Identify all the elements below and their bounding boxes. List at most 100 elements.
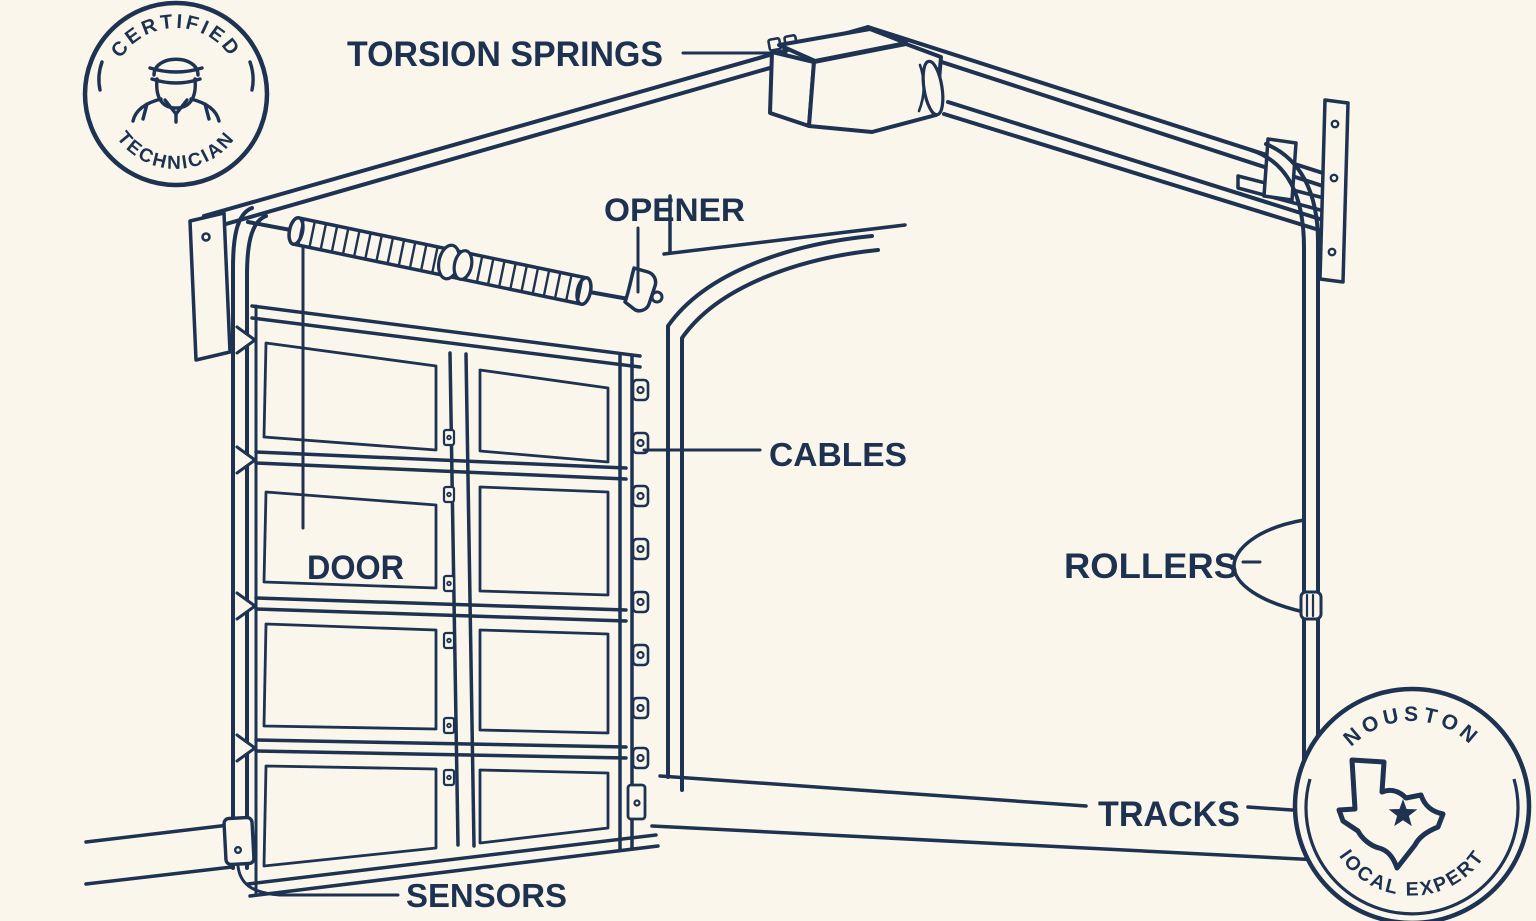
door-panel — [262, 490, 438, 590]
spring-coil — [542, 269, 551, 297]
spring-coil — [565, 273, 573, 302]
torsion-spring-drawing — [246, 215, 664, 313]
roller-bracket — [631, 696, 650, 720]
roller-bracket-wheel — [636, 753, 645, 763]
spring-coil — [531, 266, 540, 295]
texas-star-icon — [1336, 757, 1446, 871]
door-edge-bracket — [235, 591, 257, 621]
door-hinge — [442, 485, 456, 504]
door-bottom-fixture — [626, 783, 647, 821]
floor-lines — [84, 774, 1322, 886]
technician-icon — [131, 57, 221, 124]
rollers-callout-drawing — [1232, 518, 1323, 621]
spring-end-bearing — [623, 266, 658, 313]
roller-bracket-wheel — [636, 703, 645, 713]
door-panel — [478, 485, 610, 597]
door-panel — [478, 628, 610, 735]
roller-bracket — [631, 643, 650, 667]
roller-bracket — [631, 431, 650, 455]
door-hinge — [442, 716, 456, 735]
label-door: DOOR — [307, 549, 404, 587]
roller-bracket — [631, 378, 650, 402]
floor-track-line — [658, 774, 1088, 808]
label-tracks: TRACKS — [1098, 795, 1240, 834]
leader-sensors — [236, 864, 400, 897]
door-hinge-pin — [446, 491, 452, 498]
door-drawing — [235, 304, 660, 898]
star-icon — [1388, 799, 1418, 827]
spring-coil — [353, 229, 361, 258]
label-opener: OPENER — [604, 192, 745, 228]
roller-bracket-wheel — [636, 491, 645, 501]
spring-coil — [319, 222, 328, 251]
spring-coil — [553, 271, 562, 300]
spring-coil — [509, 262, 517, 290]
spring-coil — [431, 246, 439, 274]
opener-rail — [942, 100, 1325, 232]
door-hinge — [442, 631, 456, 650]
door-edge-brackets — [235, 325, 257, 763]
left-track — [231, 206, 268, 870]
door-edge-bracket — [235, 445, 257, 475]
spring-coil — [486, 257, 495, 286]
spring-coil — [375, 234, 383, 263]
label-cables: CABLES — [769, 436, 907, 473]
door-hinges — [442, 428, 456, 787]
door-hinge-pin — [446, 434, 452, 441]
spring-coil — [475, 255, 484, 283]
roller-bracket-wheel — [636, 544, 645, 554]
roller-bracket-wheel — [636, 385, 645, 395]
label-sensors: SENSORS — [406, 877, 567, 914]
spring-coil — [341, 227, 350, 256]
interior-arch — [666, 234, 880, 792]
roller-bracket-wheel — [636, 597, 645, 607]
door-hinge-pin — [446, 722, 452, 729]
spring-coil — [408, 241, 417, 269]
left-wall-bracket — [188, 211, 232, 362]
door-panel — [262, 341, 438, 452]
door-hinge-pin — [446, 637, 452, 644]
ceiling-beam — [202, 25, 1331, 230]
local-expert-badge: NOUSTON IOCAL EXPERT — [1292, 686, 1532, 921]
door-hinge — [442, 428, 456, 447]
roller-bracket-wheel — [636, 650, 645, 660]
floor-track-line — [650, 824, 1322, 862]
roller-bracket — [631, 484, 650, 508]
roller-bracket — [631, 746, 650, 770]
spring-coil — [419, 243, 428, 272]
door-panel — [478, 768, 610, 845]
right-track — [1249, 142, 1320, 802]
door-panels — [262, 341, 610, 868]
spring-coil — [308, 220, 316, 249]
door-hinge-pin — [446, 580, 452, 587]
door-hinge — [442, 768, 456, 787]
spring-coil — [330, 225, 339, 253]
spring-coil — [498, 259, 506, 288]
spring-coil — [576, 276, 584, 304]
interior-header-line — [662, 194, 907, 256]
label-rollers: ROLLERS — [1064, 547, 1238, 586]
leader-lines — [236, 51, 1262, 897]
texas-outline — [1336, 757, 1446, 871]
door-edge-bracket — [235, 733, 257, 763]
roller-bracket — [631, 590, 650, 614]
spring-coil — [397, 239, 406, 267]
sensor-drawing — [222, 815, 256, 867]
certified-technician-badge: CERTIFIED TECHNICIAN — [82, 0, 270, 188]
spring-coil — [386, 236, 395, 265]
roller-bracket-wheel — [636, 438, 645, 448]
spring-coil — [520, 264, 528, 293]
diagram-label-layer: TORSION SPRINGS OPENER CABLES DOOR ROLLE… — [307, 35, 1240, 914]
door-hinge — [442, 574, 456, 593]
door-panel — [262, 764, 438, 868]
label-torsion-springs: TORSION SPRINGS — [347, 35, 663, 74]
opener-unit-drawing — [767, 27, 945, 134]
roller — [1299, 590, 1323, 621]
door-edge-bracket — [235, 325, 257, 355]
spring-coil — [297, 218, 305, 246]
door-panel — [478, 368, 610, 464]
spring-coil — [364, 232, 372, 260]
door-panel — [262, 622, 438, 731]
